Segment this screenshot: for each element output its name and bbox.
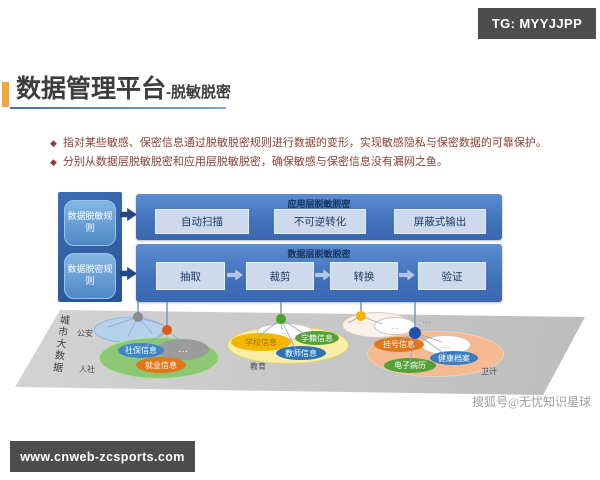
more-domains-label: … xyxy=(422,315,431,325)
data-item-ellipse: 学校信息 xyxy=(231,333,291,351)
bullet-item: ◆ 指对某些敏感、保密信息通过脱敏脱密规则进行数据的变形，实现敏感隐私与保密数据… xyxy=(50,134,570,153)
data-item-ellipse: 社保信息 xyxy=(118,343,164,358)
title-underline xyxy=(10,107,226,109)
domain-label-police: 公安 xyxy=(77,329,93,338)
app-layer-title: 应用层脱敏脱密 xyxy=(287,199,351,209)
bullet-list: ◆ 指对某些敏感、保密信息通过脱敏脱密规则进行数据的变形，实现敏感隐私与保密数据… xyxy=(50,134,570,172)
data-item-ellipse: 就业信息 xyxy=(136,357,186,373)
flow-arrow-icon xyxy=(399,269,415,281)
bullet-text: 分别从数据层脱敏脱密和应用层脱敏脱密，确保敏感与保密信息没有漏网之鱼。 xyxy=(62,156,448,168)
diamond-bullet-icon: ◆ xyxy=(50,157,57,167)
data-item-ellipse: 挂号信息 xyxy=(374,337,424,352)
domain-label-education: 教育 xyxy=(250,362,266,371)
page-title: 数据管理平台 -脱敏脱密 xyxy=(16,72,231,106)
step-transform: 转换 xyxy=(330,262,398,290)
flow-arrow-icon xyxy=(315,269,331,281)
step-verify: 验证 xyxy=(418,262,486,290)
data-item-ellipse: 健康档案 xyxy=(430,351,478,365)
arrow-right-icon xyxy=(120,266,137,281)
step-extract: 抽取 xyxy=(156,262,225,290)
domain-label-social: 人社 xyxy=(79,365,95,374)
data-item-ellipse: 电子病历 xyxy=(384,358,436,373)
rule-box-desensitize: 数据脱敏规则 xyxy=(64,200,116,246)
arrow-right-icon xyxy=(120,207,137,222)
step-masked-output: 屏蔽式输出 xyxy=(394,209,486,234)
diamond-bullet-icon: ◆ xyxy=(50,138,57,148)
page-title-main: 数据管理平台 xyxy=(16,75,167,103)
telegram-badge: TG: MYYJJPP xyxy=(478,8,596,39)
bullet-item: ◆ 分别从数据层脱敏脱密和应用层脱敏脱密，确保敏感与保密信息没有漏网之鱼。 xyxy=(50,153,570,172)
step-auto-scan: 自动扫描 xyxy=(155,209,249,234)
data-item-ellipse: 学籍信息 xyxy=(295,331,339,345)
step-irreversible: 不可逆转化 xyxy=(274,209,366,234)
domain-label-health: 卫计 xyxy=(481,367,497,376)
data-item-ellipse: 教师信息 xyxy=(276,346,326,360)
website-badge: www.cnweb-zcsports.com xyxy=(10,441,195,472)
rule-box-declassify: 数据脱密规则 xyxy=(64,253,116,299)
title-accent-bar xyxy=(2,82,9,107)
bullet-text: 指对某些敏感、保密信息通过脱敏脱密规则进行数据的变形，实现敏感隐私与保密数据的可… xyxy=(62,137,547,149)
page-title-sub: -脱敏脱密 xyxy=(166,84,232,101)
flow-arrow-icon xyxy=(227,269,243,281)
watermark: 搜狐号@无忧知识星球 xyxy=(471,395,591,409)
step-trim: 裁剪 xyxy=(246,262,314,290)
data-layer-title: 数据层脱敏脱密 xyxy=(287,249,351,259)
